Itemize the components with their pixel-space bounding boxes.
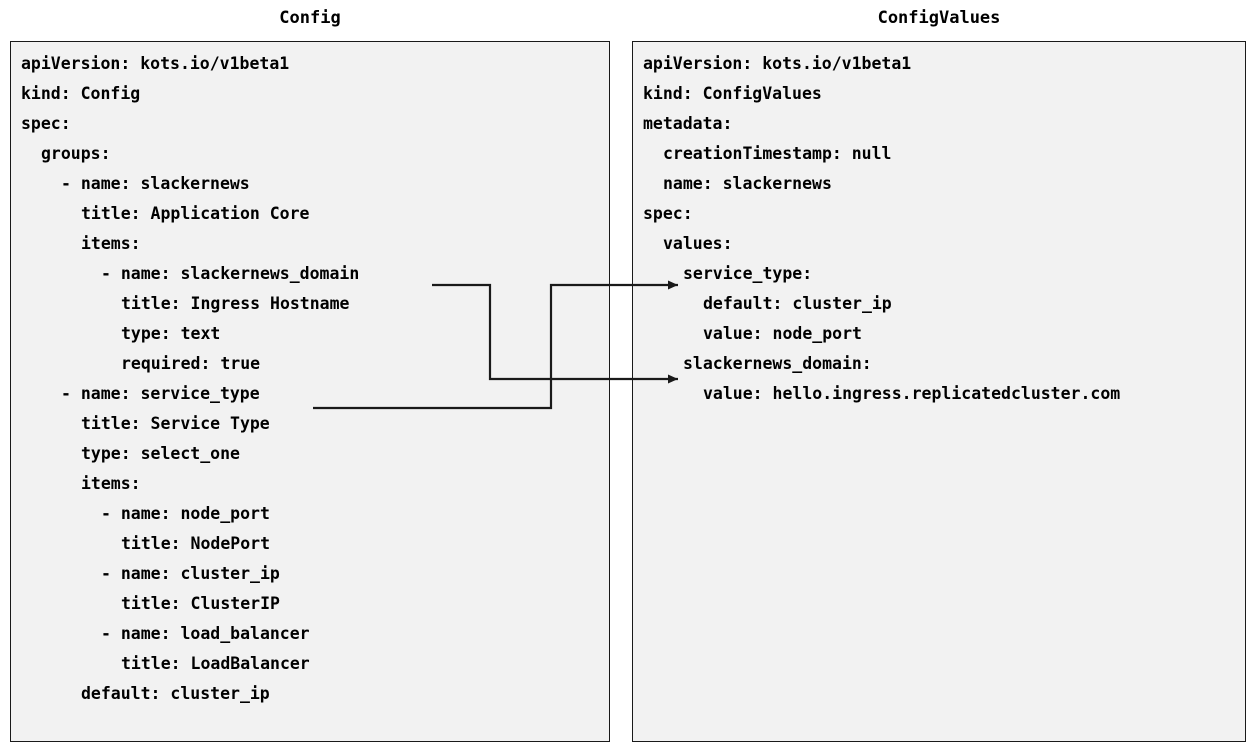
yaml-line: type: select_one [81, 444, 240, 463]
configvalues-panel-title: ConfigValues [877, 8, 1001, 28]
yaml-line: default: cluster_ip [703, 294, 892, 313]
config-panel-title: Config [279, 8, 341, 28]
yaml-line: metadata: [643, 114, 733, 133]
yaml-line: value: node_port [703, 324, 862, 343]
yaml-line: spec: [643, 204, 693, 223]
yaml-line: title: Application Core [81, 204, 310, 223]
yaml-line: - name: slackernews_domain [101, 264, 360, 283]
yaml-line: default: cluster_ip [81, 684, 270, 703]
yaml-line: title: Ingress Hostname [121, 294, 350, 313]
yaml-line: - name: cluster_ip [101, 564, 280, 583]
yaml-line: spec: [21, 114, 71, 133]
yaml-line: apiVersion: kots.io/v1beta1 [21, 54, 290, 73]
yaml-line: title: NodePort [121, 534, 271, 553]
yaml-line: items: [81, 234, 141, 253]
yaml-line: - name: load_balancer [101, 624, 310, 643]
yaml-line: required: true [121, 354, 261, 373]
yaml-line: - name: slackernews [61, 174, 250, 193]
yaml-line: value: hello.ingress.replicatedcluster.c… [703, 384, 1121, 403]
yaml-line: - name: node_port [101, 504, 270, 523]
yaml-line: service_type: [683, 264, 813, 283]
yaml-line: groups: [41, 144, 111, 163]
yaml-line: kind: Config [21, 84, 141, 103]
yaml-line: title: LoadBalancer [121, 654, 310, 673]
yaml-line: type: text [121, 324, 221, 343]
yaml-line: title: ClusterIP [121, 594, 280, 613]
yaml-line: apiVersion: kots.io/v1beta1 [643, 54, 912, 73]
yaml-line: kind: ConfigValues [643, 84, 822, 103]
yaml-line: slackernews_domain: [683, 354, 872, 373]
yaml-line: title: Service Type [81, 414, 270, 433]
yaml-line: creationTimestamp: null [663, 144, 892, 163]
configvalues-yaml-panel [632, 41, 1246, 742]
yaml-line: name: slackernews [663, 174, 832, 193]
yaml-line: - name: service_type [61, 384, 260, 403]
yaml-line: items: [81, 474, 141, 493]
yaml-line: values: [663, 234, 733, 253]
